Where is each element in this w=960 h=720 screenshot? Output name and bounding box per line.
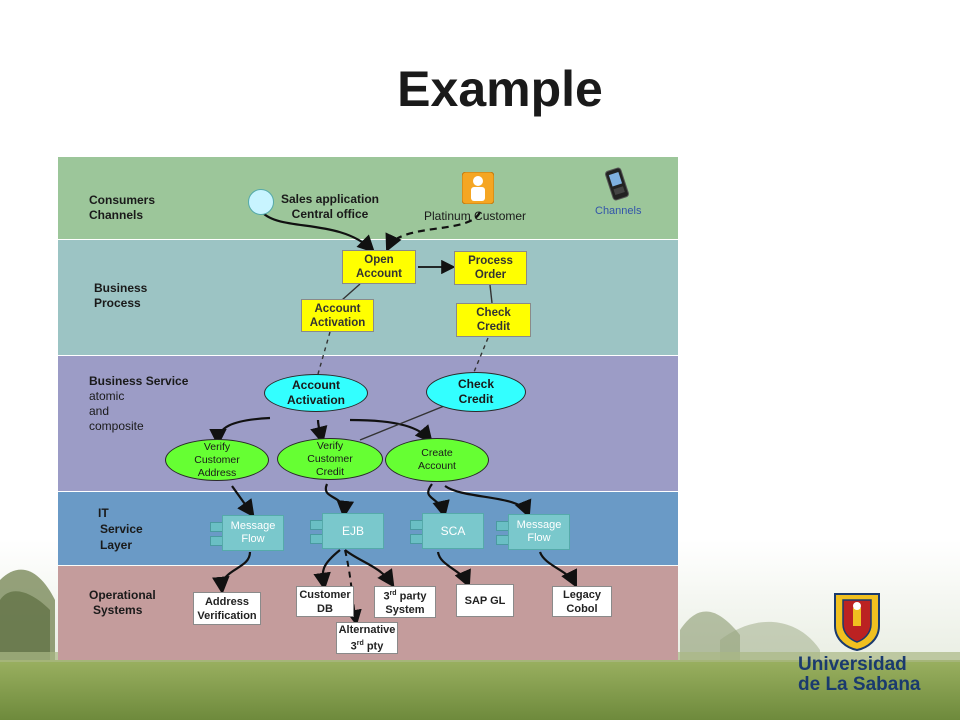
channels-label: Channels [595,205,642,217]
it-service-layer-label: IT Service Layer [98,506,143,552]
platinum-customer-label: Platinum Customer [424,209,527,223]
sca-component: SCA [410,513,484,549]
third-party-system: 3rd party System [374,586,436,618]
page-title: Example [397,61,603,117]
alternative-third-party-system: Alternative 3rd pty [336,622,398,654]
business-service-label: Business Service atomic and composite [89,374,189,433]
university-name-line2: de La Sabana [798,674,921,695]
platinum-customer-icon [462,172,494,204]
university-name-line1: Universidad [798,654,907,675]
university-seal-logo [834,593,880,652]
ejb-component: EJB [310,513,384,549]
sales-application-node [248,189,274,215]
mobile-device-icon [605,167,629,201]
consumers-channels-band [58,157,678,239]
sap-gl-system: SAP GL [456,584,514,617]
